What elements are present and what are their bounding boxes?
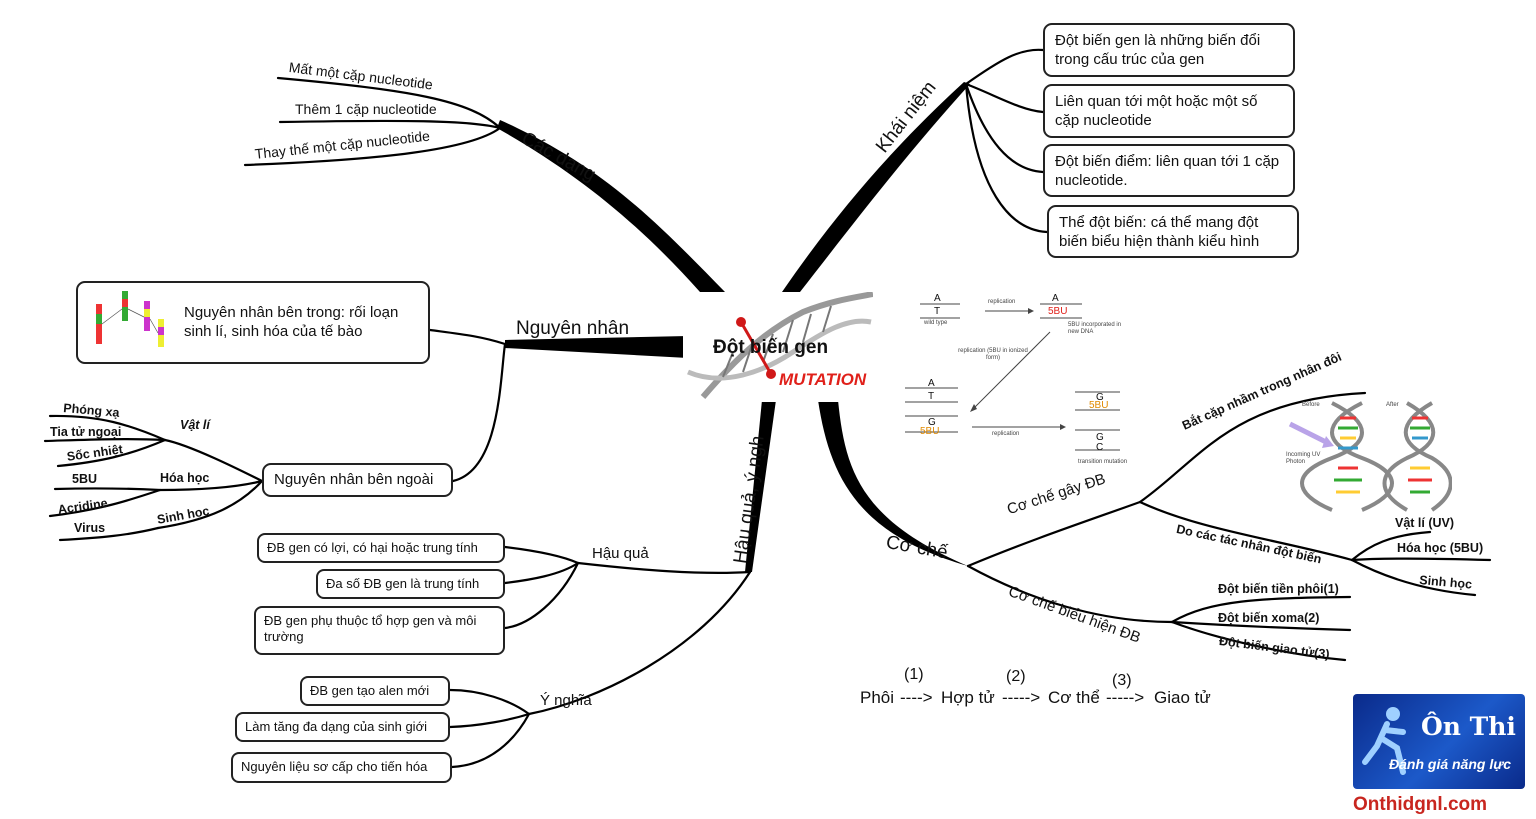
khai-niem-box-1: Đột biến gen là những biến đổi trong cấu…	[1043, 23, 1295, 77]
branch-trunk-nguyen-nhan	[505, 336, 688, 358]
flow-arrow-3: ----->	[1106, 688, 1145, 707]
sub-y-nghia: Ý nghĩa	[540, 692, 592, 709]
leaf-5bu: 5BU	[72, 472, 98, 486]
chromosome-thumbnail	[96, 291, 164, 347]
hau-qua-box-3: ĐB gen phụ thuộc tổ hợp gen và môi trườn…	[254, 606, 505, 655]
khai-niem-box-3: Đột biến điểm: liên quan tới 1 cặp nucle…	[1043, 144, 1295, 197]
fig-incorporated: 5BU incorporated in new DNA	[1068, 322, 1122, 335]
group-vat-li: Vật lí	[180, 418, 210, 432]
central-topic: Đột biến gen MUTATION	[683, 291, 874, 402]
fig-a-1: A	[934, 293, 941, 304]
brand-logo: Ôn Thi Đánh giá năng lực	[1353, 694, 1525, 789]
replication-arrows	[905, 303, 1120, 451]
fig-ionized: replication (5BU in ionized form)	[958, 348, 1028, 361]
uv-dna-figure: Before After Incoming UV Photon	[1282, 398, 1452, 513]
branch-trunk-co-che	[818, 400, 968, 566]
khai-niem-box-4: Thể đột biến: cá thể mang đột biến biểu …	[1047, 205, 1299, 258]
leaf-tia-tu-ngoai: Tia tử ngoại	[50, 425, 122, 439]
flow-phoi: Phôi	[860, 688, 895, 707]
logo-line1: Ôn Thi	[1421, 712, 1516, 741]
uv-dna-helix	[1288, 401, 1452, 512]
mutation-badge: MUTATION	[779, 370, 867, 389]
fig-g-3: G	[928, 417, 936, 428]
y-nghia-box-1: ĐB gen tạo alen mới	[300, 676, 450, 706]
fig-wild-type: wild type	[924, 320, 948, 326]
bieu-hien-tien-phoi: Đột biến tiền phôi(1)	[1218, 582, 1339, 596]
hau-qua-box-2: Đa số ĐB gen là trung tính	[316, 569, 505, 599]
flow-num-3: (3)	[1112, 672, 1132, 689]
branch-trunk-khai-niem	[782, 82, 970, 292]
uv-before: Before	[1302, 402, 1320, 408]
branch-trunk-hau-qua	[745, 400, 776, 572]
flow-num-1: (1)	[904, 666, 924, 683]
replication-figure: A T wild type replication A 5BU 5BU inco…	[900, 292, 1145, 472]
tac-nhan-vat-li: Vật lí (UV)	[1395, 516, 1455, 530]
khai-niem-box-2: Liên quan tới một hoặc một số cặp nucleo…	[1043, 84, 1295, 138]
fig-5bu-4: 5BU	[1089, 400, 1109, 411]
nguyen-nhan-ben-trong-text: Nguyên nhân bên trong: rối loạn sinh lí,…	[184, 304, 399, 340]
bieu-hien-xoma: Đột biến xoma(2)	[1218, 611, 1320, 625]
fig-c-5: C	[1096, 442, 1104, 453]
y-nghia-box-3: Nguyên liệu sơ cấp cho tiến hóa	[231, 752, 452, 783]
fig-5bu-1: 5BU	[1048, 306, 1068, 317]
dna-helix-image	[687, 291, 874, 399]
branch-trunk-cac-dang	[497, 120, 725, 292]
sub-hau-qua: Hậu quả	[592, 545, 649, 562]
fig-t-1: T	[934, 306, 941, 317]
hau-qua-box-1: ĐB gen có lợi, có hại hoặc trung tính	[257, 533, 505, 563]
uv-incoming: Incoming UV Photon	[1286, 452, 1321, 465]
leaf-them-cap: Thêm 1 cặp nucleotide	[295, 101, 437, 117]
nguyen-nhan-ben-trong-box: Nguyên nhân bên trong: rối loạn sinh lí,…	[76, 281, 430, 364]
y-nghia-box-2: Làm tăng đa dạng của sinh giới	[235, 712, 450, 742]
fig-g-5: G	[1096, 432, 1104, 443]
fig-transition: transition mutation	[1078, 459, 1128, 465]
uv-after: After	[1386, 402, 1399, 408]
logo-site: Onthidgnl.com	[1353, 794, 1488, 815]
fig-replication-1: replication	[988, 299, 1016, 305]
leaf-virus: Virus	[74, 521, 106, 535]
fig-5bu-3: 5BU	[920, 426, 940, 437]
group-hoa-hoc: Hóa học	[160, 471, 210, 485]
logo-line2: Đánh giá năng lực	[1389, 756, 1512, 772]
flow-num-2: (2)	[1006, 668, 1026, 685]
flow-co-the: Cơ thể	[1048, 688, 1100, 707]
central-title: Đột biến gen	[713, 337, 829, 358]
fig-g-4: G	[1096, 392, 1104, 403]
fig-a-2: A	[1052, 293, 1059, 304]
flow-hop-tu: Hợp tử	[941, 688, 995, 707]
fig-replication-2: replication	[992, 431, 1020, 437]
flow-giao-tu: Giao tử	[1154, 688, 1211, 707]
branch-nguyen-nhan: Nguyên nhân	[516, 318, 630, 339]
flow-arrow-2: ----->	[1002, 688, 1041, 707]
runner-icon	[1362, 707, 1406, 775]
flow-arrow-1: ---->	[900, 688, 933, 707]
fig-t-3: T	[928, 391, 935, 402]
nguyen-nhan-ben-ngoai-box: Nguyên nhân bên ngoài	[262, 463, 453, 497]
tac-nhan-hoa-hoc: Hóa học (5BU)	[1397, 541, 1484, 555]
fig-a-3: A	[928, 378, 935, 389]
